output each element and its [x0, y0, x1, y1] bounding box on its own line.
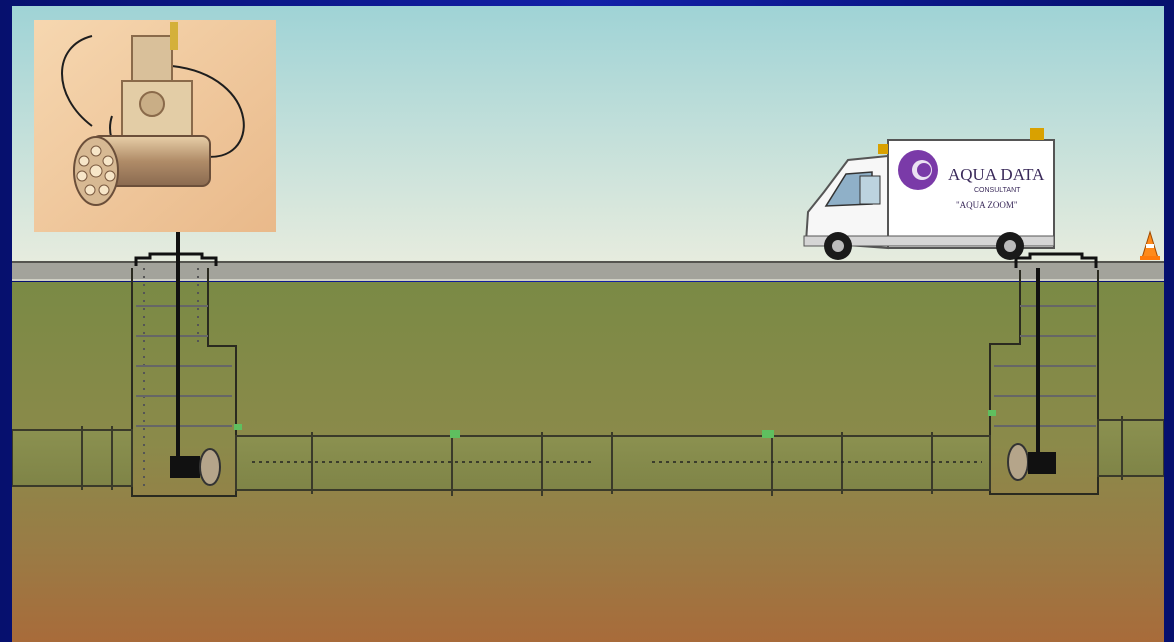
road-surface: [12, 262, 1164, 280]
sewer-inspection-scene: AQUA DATA CONSULTANT "AQUA ZOOM": [12, 6, 1164, 642]
van-model-text: "AQUA ZOOM": [956, 200, 1018, 210]
camera-photo: [34, 20, 276, 232]
scene-illustration: AQUA DATA CONSULTANT "AQUA ZOOM": [12, 6, 1164, 642]
van-subtitle-text: CONSULTANT: [974, 187, 1021, 194]
van-brand-text: AQUA DATA: [948, 165, 1045, 184]
